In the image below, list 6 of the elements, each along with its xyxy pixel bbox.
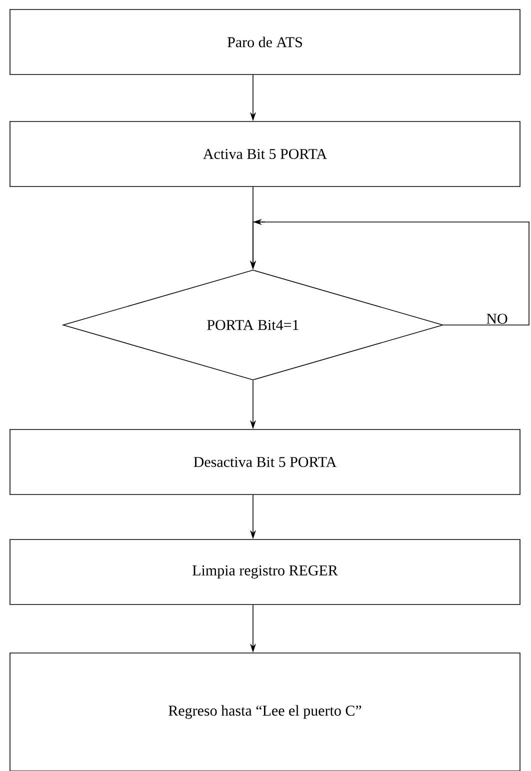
process-box: Activa Bit 5 PORTA <box>10 121 520 187</box>
process-box: Paro de ATS <box>10 9 520 75</box>
process-box: Regreso hasta “Lee el puerto C” <box>10 652 520 771</box>
process-box: Limpia registro REGER <box>10 539 520 605</box>
process-box: Desactiva Bit 5 PORTA <box>10 429 520 495</box>
edge-label: NO <box>486 314 508 324</box>
